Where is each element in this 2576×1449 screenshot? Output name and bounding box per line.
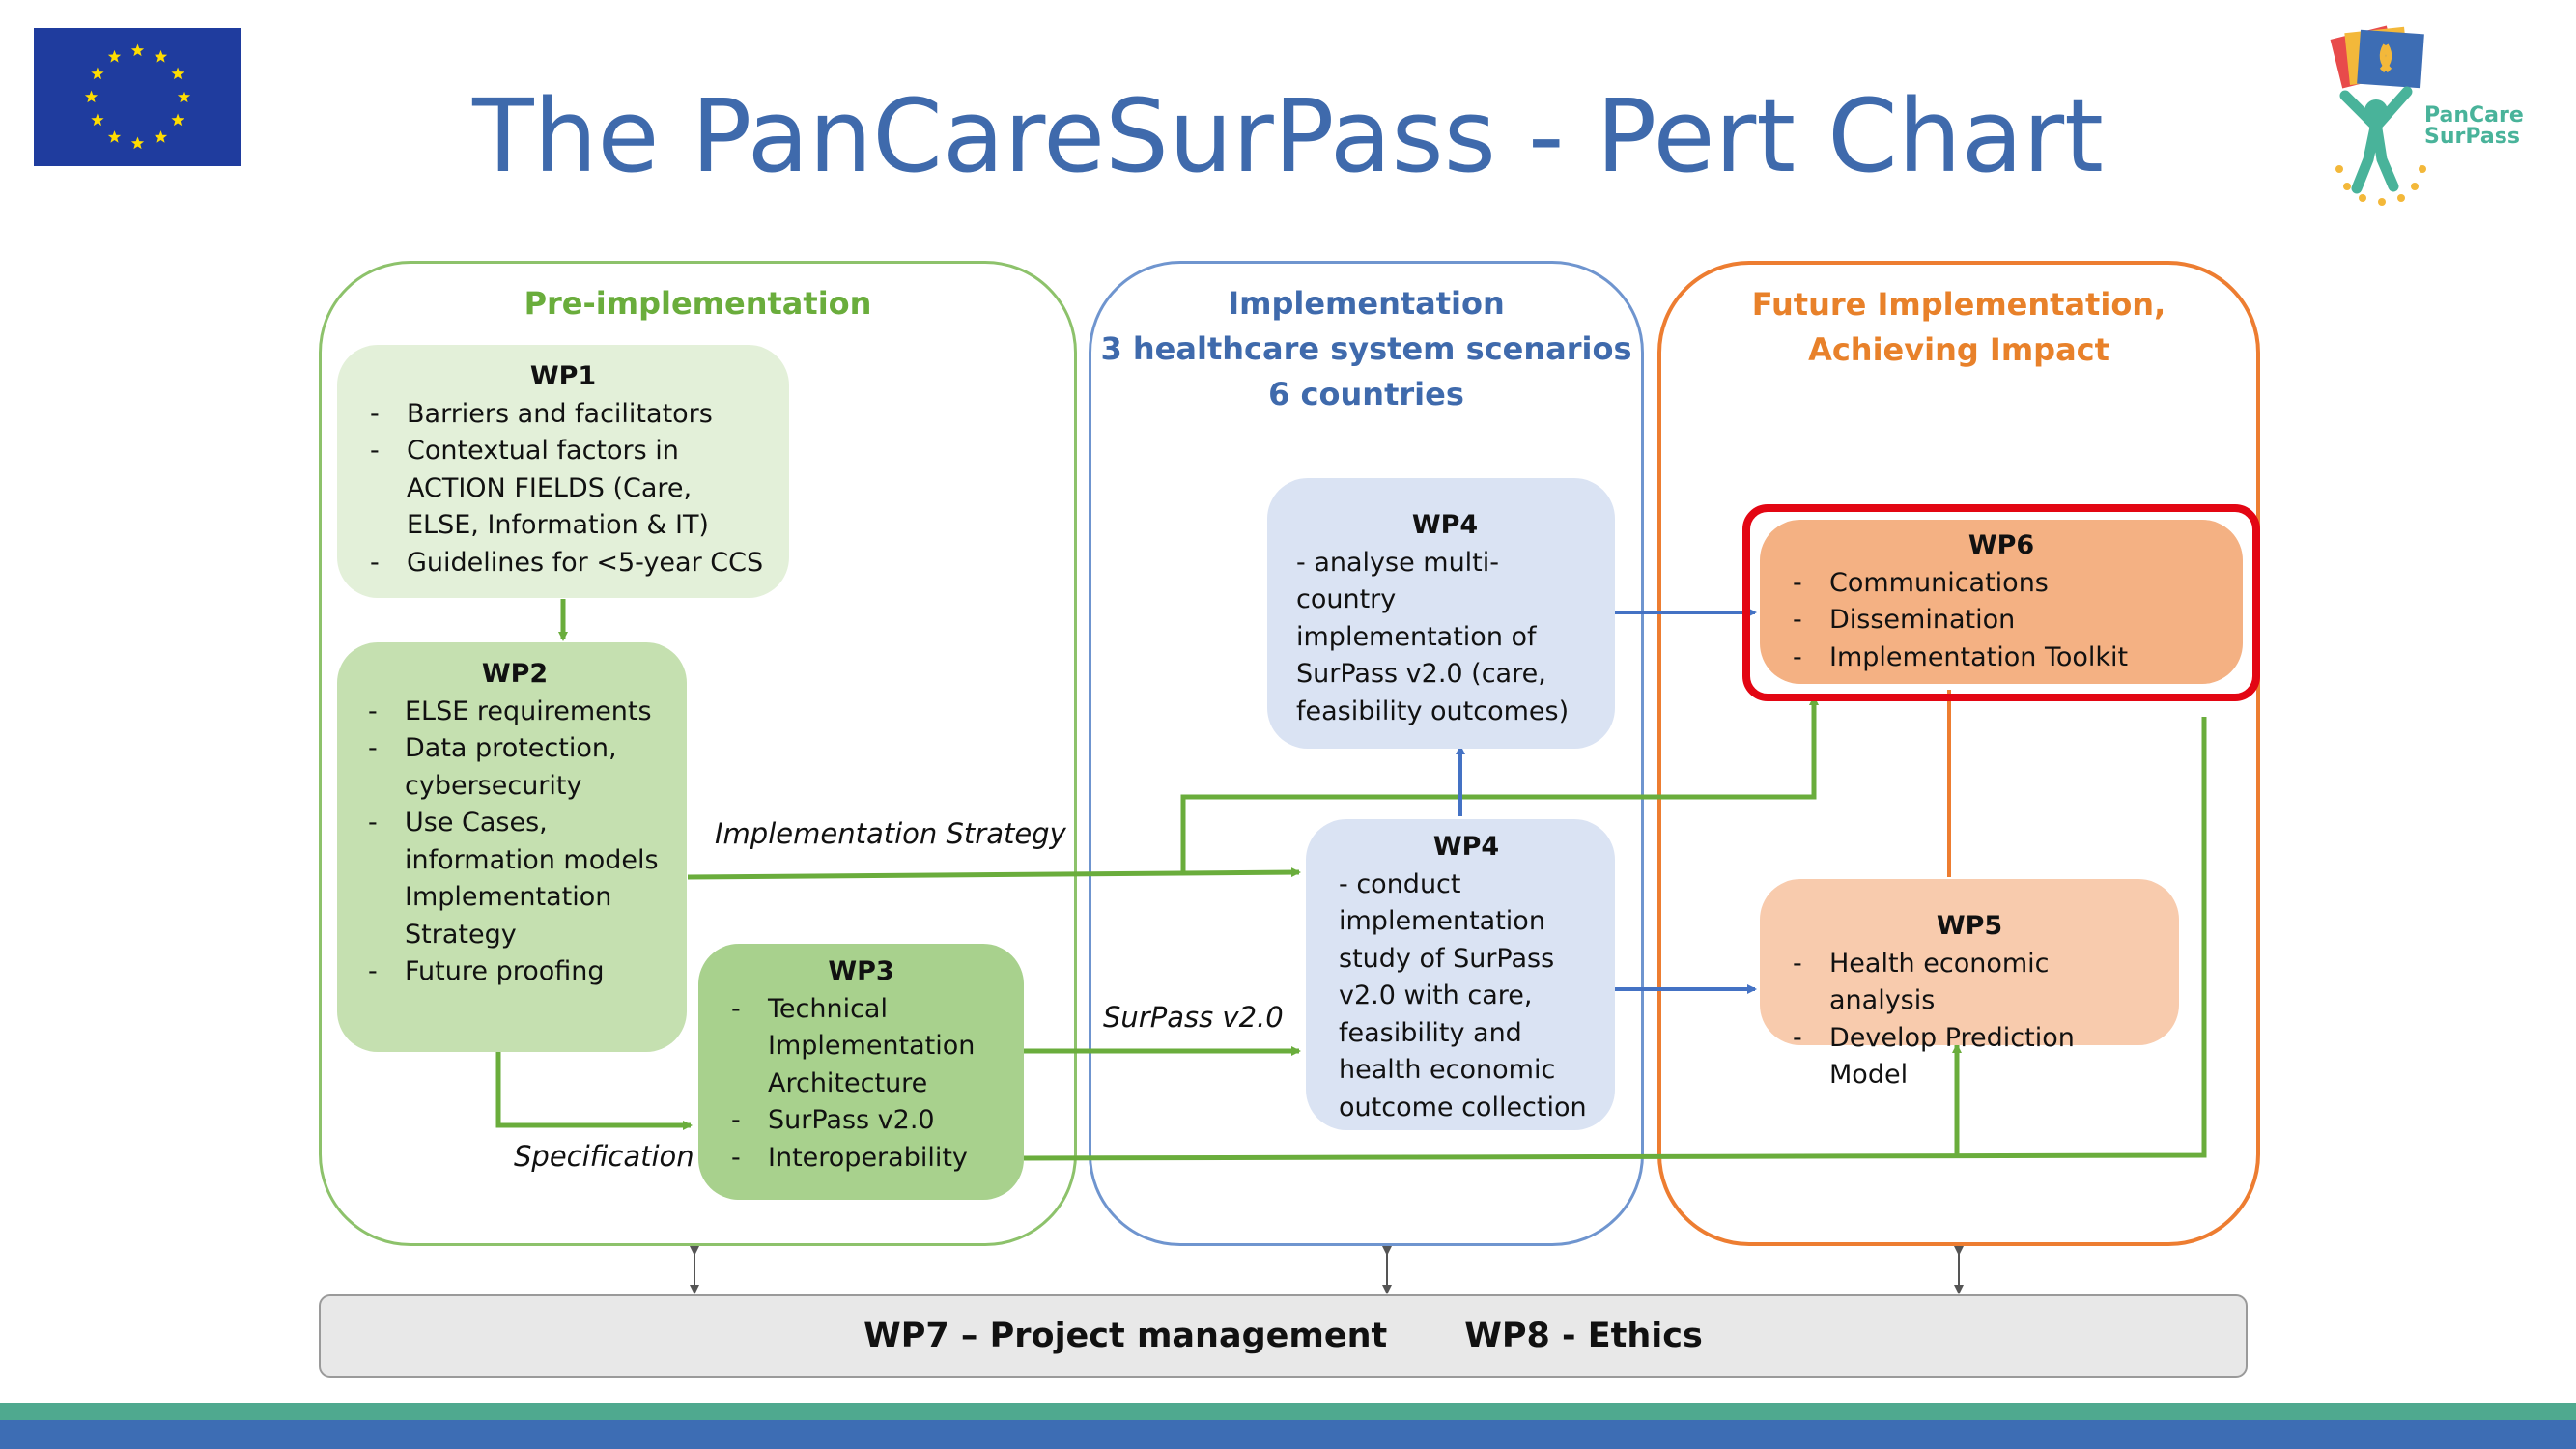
phase-impl-title: Implementation 3 healthcare system scena… [1091, 281, 1641, 417]
wp4b-label: WP4 [1432, 832, 1500, 862]
label-implementation-strategy: Implementation Strategy [715, 817, 1066, 850]
wp4b-text: - conduct implementation study of SurPas… [1339, 868, 1587, 1122]
project-management-bar: WP7 – Project management WP8 - Ethics [319, 1294, 2248, 1378]
wp2-list: ELSE requirements Data protection, cyber… [356, 694, 673, 991]
list-item: Implementation Toolkit [1781, 639, 2222, 677]
eu-star-icon [177, 90, 191, 103]
line-wp3-bottom [1023, 717, 2207, 1161]
wp3-list: Technical Implementation Architecture Su… [720, 991, 1003, 1178]
page-title: The PanCareSurPass - Pert Chart [472, 77, 2104, 195]
phase-impl-title-line3: 6 countries [1268, 376, 1464, 412]
wp3-label: WP3 [828, 956, 894, 986]
eu-star-icon [154, 130, 168, 143]
eu-star-icon [171, 67, 184, 80]
wp6-highlight-frame [1742, 504, 2260, 701]
blue-arrows [1456, 608, 1757, 994]
list-item: Guidelines for <5-year CCS [358, 545, 768, 582]
wp1-list: Barriers and facilitators Contextual fac… [358, 396, 768, 582]
wp3-box: WP3 Technical Implementation Architectur… [698, 944, 1024, 1200]
phase-future-implementation: Future Implementation, Achieving Impact [1657, 261, 2260, 1246]
wp6-box: WP6 Communications Dissemination Impleme… [1760, 520, 2243, 684]
eu-star-icon [107, 49, 122, 63]
bidirectional-arrows [690, 1246, 1964, 1294]
list-item: Contextual factors in ACTION FIELDS (Car… [358, 433, 768, 545]
wp2-label: WP2 [481, 659, 549, 689]
eu-star-icon [130, 43, 145, 57]
wp1-label: WP1 [529, 361, 597, 391]
arrow-wp2-wp3 [495, 1051, 693, 1130]
wp5-list: Health economic analysis Develop Predict… [1781, 946, 2158, 1094]
wp6-list: Communications Dissemination Implementat… [1781, 565, 2222, 677]
green-arrows [495, 599, 2207, 1161]
list-item: Dissemination [1781, 602, 2222, 639]
wp5-box: WP5 Health economic analysis Develop Pre… [1760, 879, 2179, 1090]
wp4a-label: WP4 [1411, 510, 1479, 540]
phase-impl-title-line2: 3 healthcare system scenarios [1100, 330, 1632, 367]
phase-pre-title: Pre-implementation [524, 285, 872, 322]
eu-star-icon [130, 136, 145, 150]
phase-pre-implementation: Pre-implementation [319, 261, 1077, 1246]
wp4a-text: - analyse multi-country implementation o… [1296, 547, 1570, 726]
wp4-conduct-box: WP4 - conduct implementation study of Su… [1306, 819, 1615, 1130]
eu-star-icon [171, 113, 184, 127]
wp6-label: WP6 [1967, 530, 2035, 560]
label-specification: Specification [514, 1140, 694, 1173]
list-item: Data protection, cybersecurity [356, 730, 673, 805]
arrow-wp2-wp4b [687, 867, 1301, 880]
logo-text-line2: SurPass [2424, 125, 2520, 149]
phase-future-title: Future Implementation, Achieving Impact [1661, 282, 2256, 373]
wp8-label: WP8 - Ethics [1464, 1317, 1703, 1355]
wp1-box: WP1 Barriers and facilitators Contextual… [337, 345, 789, 598]
phase-future-title-line2: Achieving Impact [1808, 331, 2109, 368]
phase-future-title-line1: Future Implementation, [1751, 286, 2166, 323]
wp2-box: WP2 ELSE requirements Data protection, c… [337, 642, 687, 1052]
list-item: Health economic analysis [1781, 946, 2158, 1020]
footer-stripe-blue [0, 1420, 2576, 1449]
list-item: Barriers and facilitators [358, 396, 768, 434]
phase-implementation: Implementation 3 healthcare system scena… [1089, 261, 1644, 1246]
pancare-surpass-logo: PanCare SurPass [2318, 24, 2550, 208]
label-surpass: SurPass v2.0 [1103, 1001, 1284, 1034]
wp5-label: WP5 [1936, 911, 2003, 941]
list-item: Technical Implementation Architecture [720, 991, 1003, 1103]
eu-star-icon [154, 49, 168, 63]
eu-star-icon [84, 90, 99, 103]
list-item: Interoperability [720, 1140, 1003, 1178]
list-item: Develop Prediction Model [1781, 1020, 2158, 1094]
list-item: ELSE requirements [356, 694, 673, 731]
list-item: Use Cases, information models Implementa… [356, 805, 673, 953]
eu-flag-logo [34, 28, 241, 166]
footer-stripe-green [0, 1403, 2576, 1420]
eu-star-icon [91, 113, 104, 127]
wp7-label: WP7 – Project management [863, 1317, 1388, 1355]
wp4-analyse-box: WP4 - analyse multi-country implementati… [1267, 478, 1615, 749]
list-item: SurPass v2.0 [720, 1102, 1003, 1140]
logo-figure-icon [2330, 25, 2426, 206]
phase-impl-title-line1: Implementation [1228, 285, 1505, 322]
list-item: Communications [1781, 565, 2222, 603]
eu-star-icon [107, 130, 122, 143]
eu-star-icon [91, 67, 104, 80]
logo-text-line1: PanCare [2424, 103, 2524, 128]
arrow-branch-wp6 [1180, 696, 1819, 872]
list-item: Future proofing [356, 953, 673, 991]
